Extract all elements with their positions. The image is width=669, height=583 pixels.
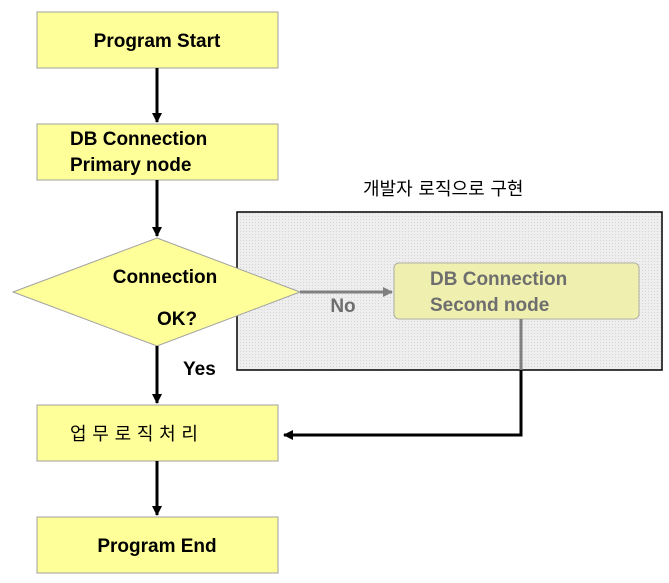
db-second-label-line1: DB Connection — [430, 269, 567, 290]
decision-label-line1: Connection — [113, 267, 218, 288]
program-end-label: Program End — [97, 536, 216, 557]
yes-label: Yes — [183, 359, 216, 380]
business-logic-box — [36, 404, 279, 462]
program-start-box — [36, 11, 279, 69]
db-second-label-line2: Second node — [430, 295, 549, 316]
developer-region-label: 개발자 로직으로 구현 — [363, 179, 523, 200]
decision-label-line2: OK? — [157, 309, 197, 330]
business-logic-label: 업 무 로 직 처 리 — [70, 424, 198, 445]
no-label: No — [330, 296, 355, 317]
db-primary-label-line2: Primary node — [70, 155, 191, 176]
db-primary-label-line1: DB Connection — [70, 129, 207, 150]
arrow-second-to-business — [283, 370, 523, 440]
program-end-box — [36, 516, 279, 574]
program-start-label: Program Start — [94, 31, 221, 52]
db-second-box — [393, 262, 640, 320]
